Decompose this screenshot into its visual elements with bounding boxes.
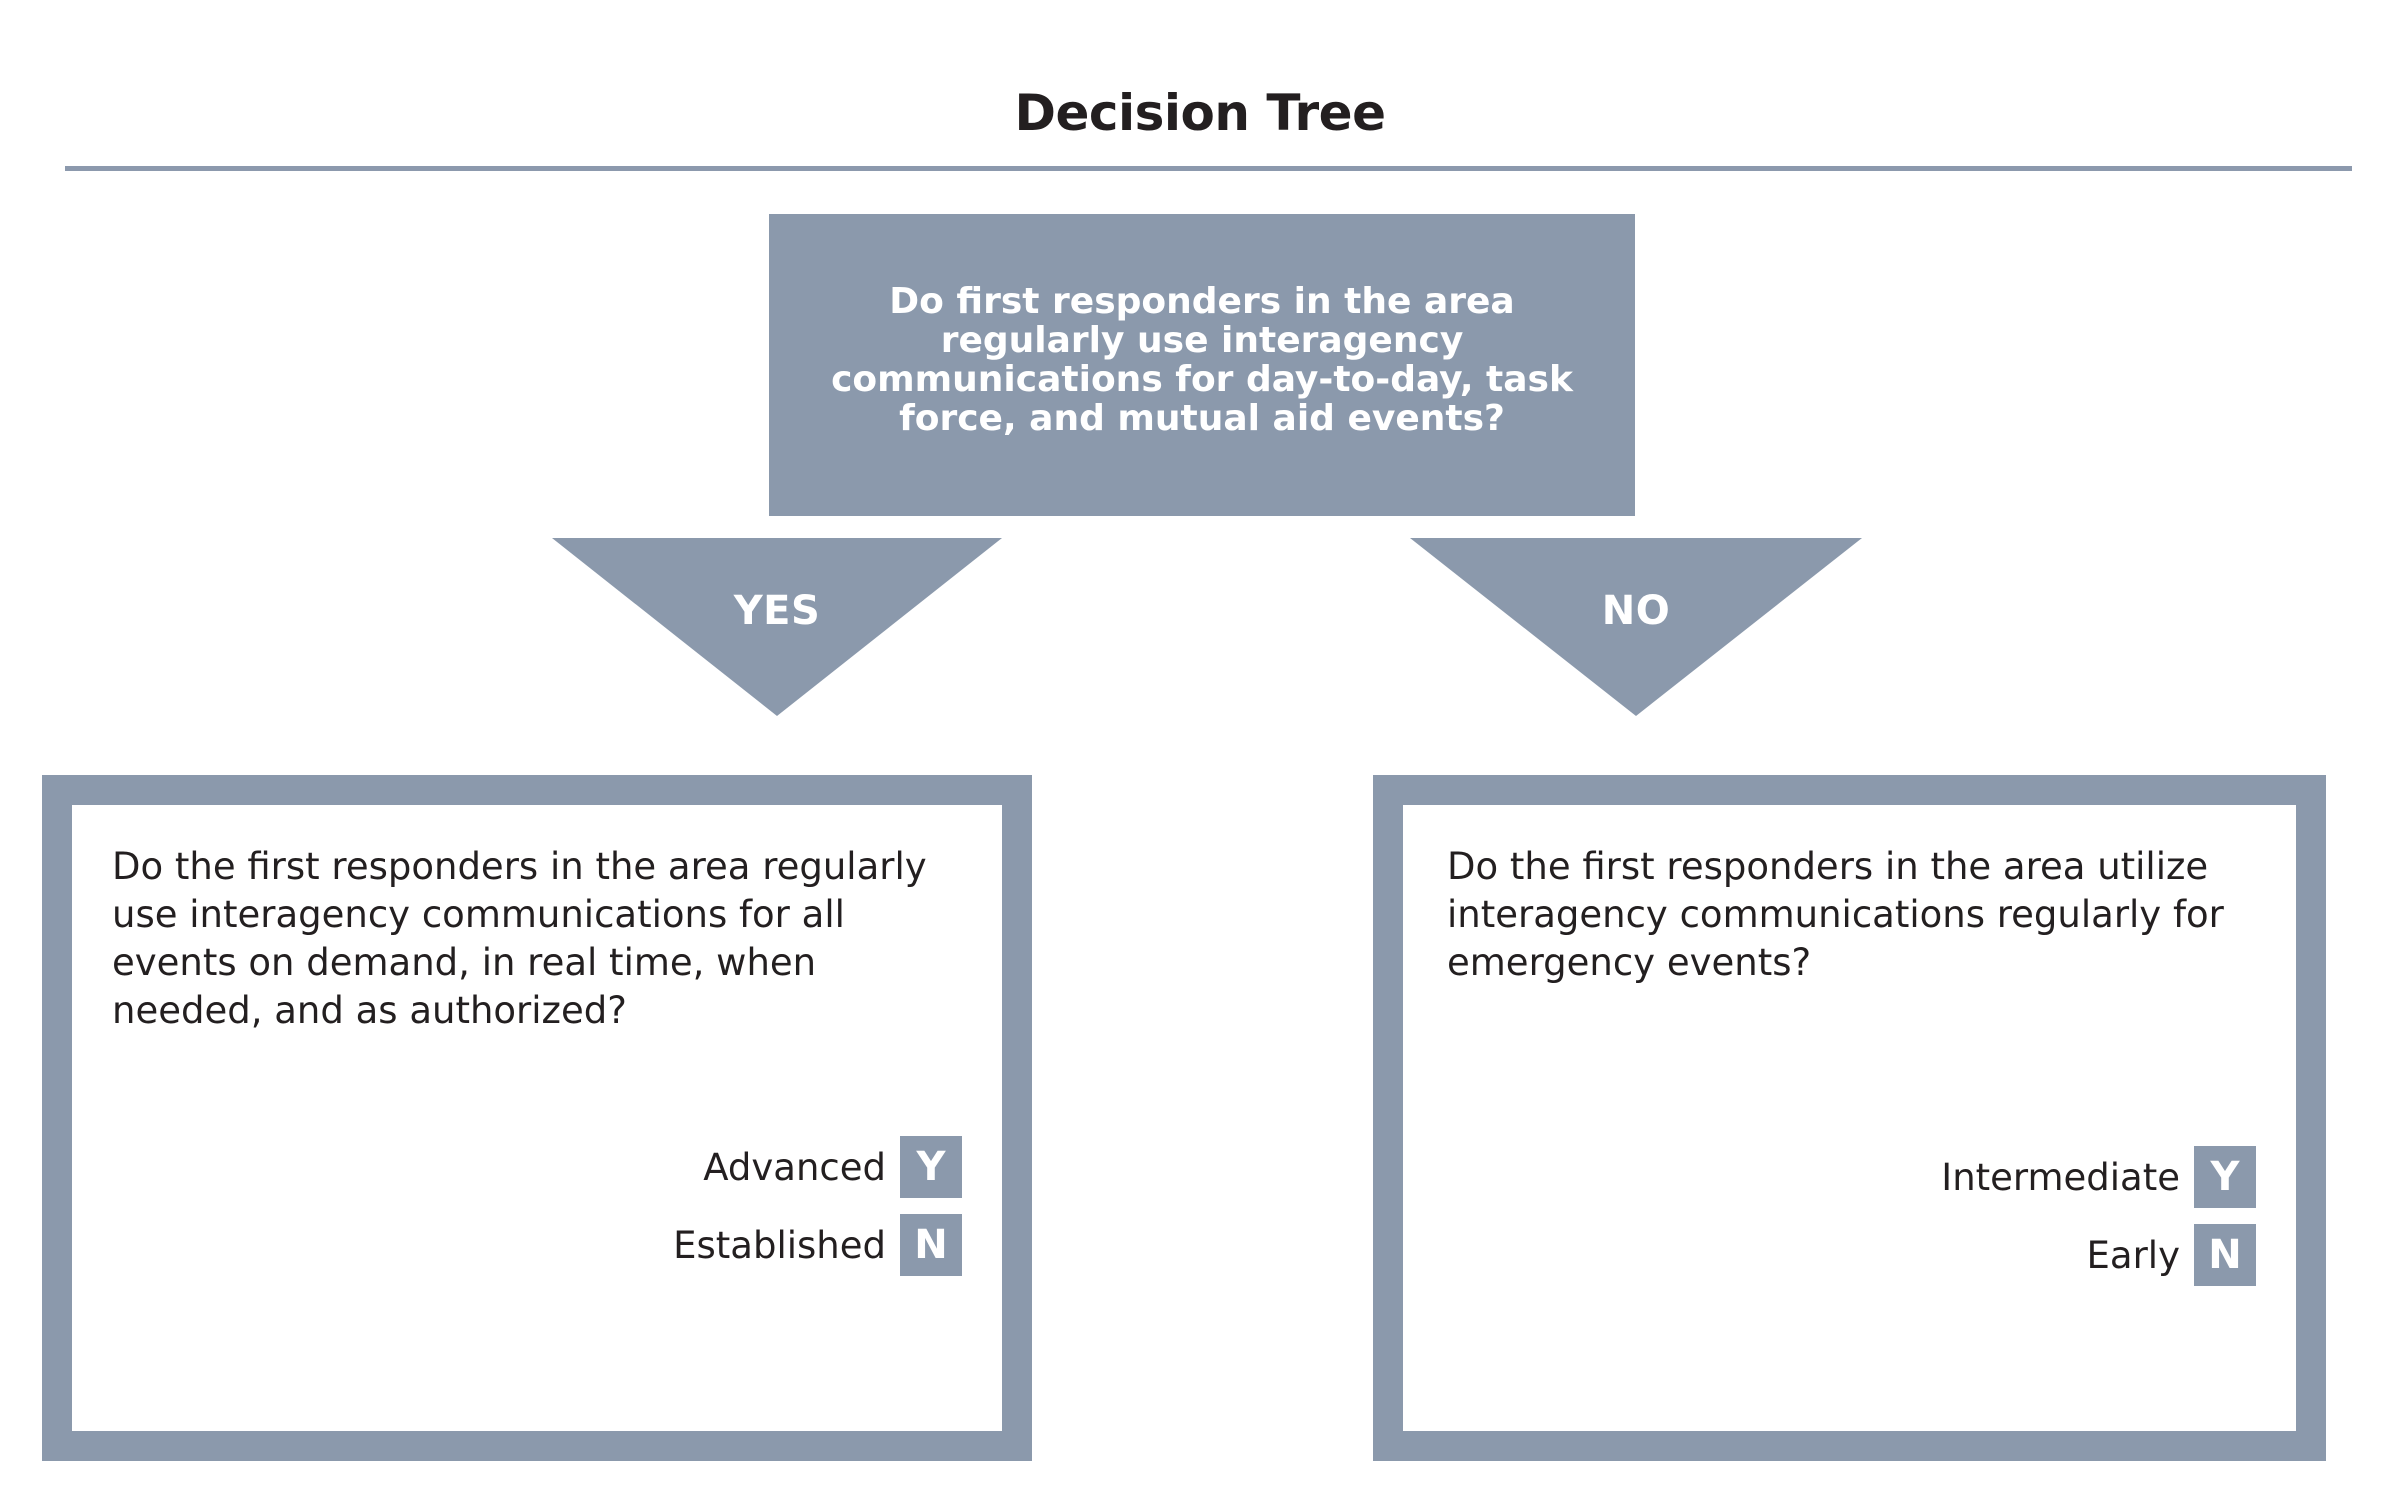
root-question-node: Do first responders in the area regularl… <box>769 214 1635 516</box>
result-row: Established N <box>112 1214 962 1276</box>
result-row: Early N <box>1443 1224 2256 1286</box>
branch-arrow-no: NO <box>1410 538 1862 716</box>
outcome-node-no: Do the first responders in the area util… <box>1373 775 2326 1461</box>
result-badge-no: N <box>900 1214 962 1276</box>
result-badge-yes: Y <box>2194 1146 2256 1208</box>
result-label-established: Established <box>673 1223 886 1267</box>
result-badge-no: N <box>2194 1224 2256 1286</box>
result-row: Advanced Y <box>112 1136 962 1198</box>
root-question-text: Do first responders in the area regularl… <box>831 281 1573 439</box>
outcome-node-yes: Do the first responders in the area regu… <box>42 775 1032 1461</box>
result-label-advanced: Advanced <box>703 1145 886 1189</box>
result-label-intermediate: Intermediate <box>1941 1155 2180 1199</box>
down-arrow-icon <box>552 538 1002 716</box>
outcome-yes-results: Advanced Y Established N <box>112 1136 962 1276</box>
result-row: Intermediate Y <box>1443 1146 2256 1208</box>
outcome-node-yes-body: Do the first responders in the area regu… <box>72 805 1002 1431</box>
outcome-yes-question: Do the first responders in the area regu… <box>112 845 927 1033</box>
down-arrow-icon <box>1410 538 1862 716</box>
result-label-early: Early <box>2086 1233 2180 1277</box>
branch-arrow-yes: YES <box>552 538 1002 716</box>
outcome-no-results: Intermediate Y Early N <box>1443 1146 2256 1286</box>
outcome-no-question: Do the first responders in the area util… <box>1447 845 2224 985</box>
result-badge-yes: Y <box>900 1136 962 1198</box>
outcome-node-no-body: Do the first responders in the area util… <box>1403 805 2296 1431</box>
page-title: Decision Tree <box>1014 84 1386 142</box>
title-divider <box>65 166 2352 171</box>
